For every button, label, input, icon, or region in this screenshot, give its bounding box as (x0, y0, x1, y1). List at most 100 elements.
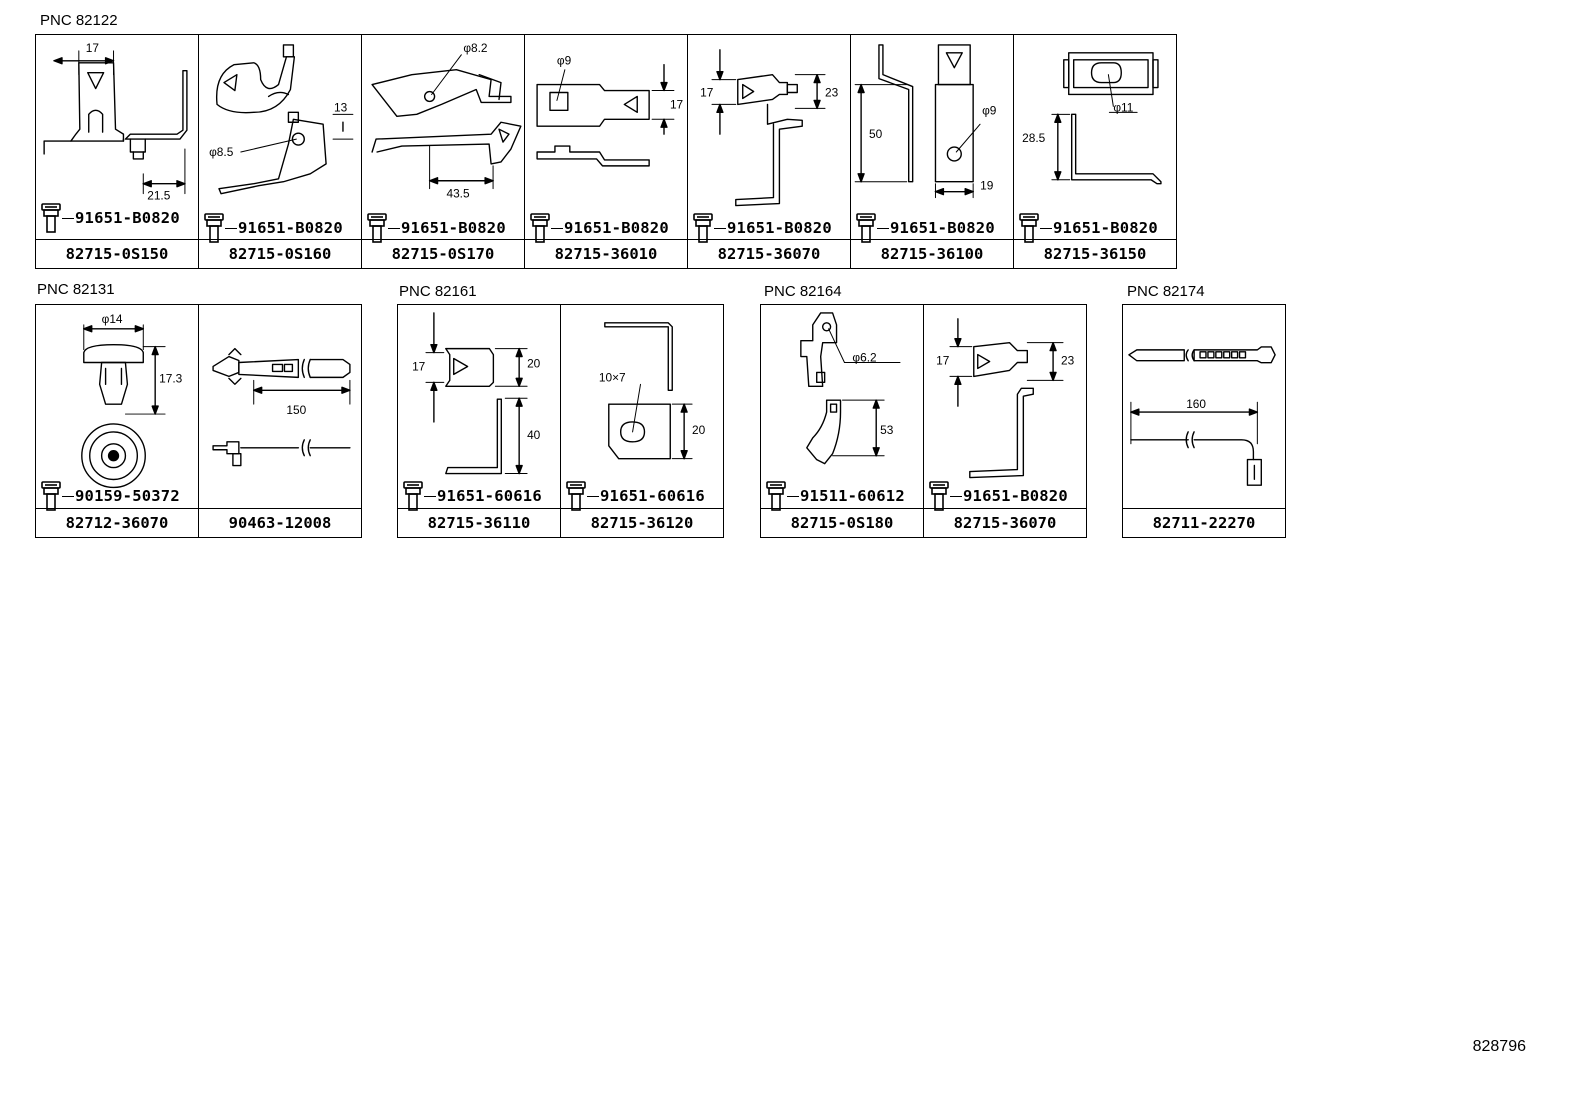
dim-label: 17 (412, 359, 425, 373)
bolt-part-number[interactable]: 91651-B0820 (963, 487, 1068, 505)
dim-label: 17 (936, 353, 949, 367)
bracket-diagram: φ11 28.5 (1022, 52, 1162, 185)
dim-label: 17 (700, 85, 713, 99)
dim-label: 17 (86, 41, 99, 55)
part-cell[interactable]: φ8.2 43.5 91651-B0820 82715-0S170 (361, 35, 524, 268)
parts-group-82122: 17 21.5 91651-B0820 82715-0S150 (35, 34, 1177, 269)
dim-label: 53 (880, 423, 894, 437)
bolt-part-number[interactable]: 91651-B0820 (238, 219, 343, 237)
parts-group-82174: 160 82711-22270 (1122, 304, 1286, 538)
bolt-row: 91651-B0820 (855, 213, 1011, 243)
dim-label: 28.5 (1022, 131, 1046, 145)
dim-label: φ9 (982, 103, 997, 117)
part-cell[interactable]: φ9 50 19 91651-B0820 82715-36100 (850, 35, 1013, 268)
pnc-label: PNC 82131 (37, 281, 115, 298)
part-number[interactable]: 82712-36070 (36, 508, 198, 537)
bracket-diagram: φ8.2 43.5 (371, 41, 522, 201)
bolt-row: 91651-B0820 (928, 481, 1084, 511)
bracket-diagram: φ9 17 (536, 54, 683, 167)
bracket-diagram: φ9 50 19 (854, 44, 997, 199)
part-number[interactable]: 82715-36010 (525, 239, 687, 268)
clip-diagram: φ14 17.3 (81, 312, 183, 489)
part-cell[interactable]: 17 21.5 91651-B0820 82715-0S150 (36, 35, 198, 268)
dim-label: 160 (1186, 397, 1206, 411)
part-cell[interactable]: 17 23 91651-B0820 82715-36070 (687, 35, 850, 268)
bolt-row: 91651-B0820 (203, 213, 359, 243)
dim-label: φ14 (102, 312, 123, 326)
part-cell[interactable]: φ6.2 53 91511-60612 82715-0S180 (761, 305, 923, 537)
part-number[interactable]: 90463-12008 (199, 508, 361, 537)
diagram-reference-number: 828796 (1472, 1038, 1526, 1055)
bolt-icon (765, 481, 787, 511)
dim-label: 50 (869, 127, 883, 141)
dim-label: 20 (692, 423, 706, 437)
bolt-part-number[interactable]: 91651-60616 (437, 487, 542, 505)
bolt-row: 91651-B0820 (40, 203, 196, 233)
part-number[interactable]: 82715-0S160 (199, 239, 361, 268)
part-cell[interactable]: 10×7 20 91651-60616 82715-36120 (560, 305, 723, 537)
part-cell[interactable]: 13 φ8.5 91651-B0820 82715-0S160 (198, 35, 361, 268)
bolt-icon (40, 203, 62, 233)
leader-line (950, 495, 962, 497)
bolt-part-number[interactable]: 90159-50372 (75, 487, 180, 505)
bolt-part-number[interactable]: 91651-B0820 (75, 209, 180, 227)
part-cell[interactable]: 17 20 40 91651-60616 82715-36110 (398, 305, 560, 537)
bracket-diagram: 17 23 (936, 318, 1075, 479)
bolt-row: 90159-50372 (40, 481, 196, 511)
part-number[interactable]: 82715-36110 (398, 508, 560, 537)
parts-group-82164: φ6.2 53 91511-60612 82715-0S180 1 (760, 304, 1087, 538)
dim-label: 13 (334, 100, 348, 114)
dim-label: φ11 (1113, 100, 1133, 114)
bolt-row: 91651-60616 (565, 481, 721, 511)
leader-line (225, 227, 237, 229)
part-cell[interactable]: 160 82711-22270 (1123, 305, 1285, 537)
parts-group-82161: 17 20 40 91651-60616 82715-36110 (397, 304, 724, 538)
part-number[interactable]: 82715-0S150 (36, 239, 198, 268)
part-cell[interactable]: φ14 17.3 90159-50372 82712-36070 (36, 305, 198, 537)
leader-line (1040, 227, 1052, 229)
bolt-row: 91651-B0820 (366, 213, 522, 243)
bolt-row: 91651-B0820 (1018, 213, 1174, 243)
bracket-diagram: 17 21.5 (43, 41, 188, 203)
part-number[interactable]: 82711-22270 (1123, 508, 1285, 537)
part-number[interactable]: 82715-36150 (1014, 239, 1176, 268)
leader-line (877, 227, 889, 229)
pnc-label: PNC 82161 (399, 283, 477, 300)
part-number[interactable]: 82715-36070 (924, 508, 1086, 537)
dim-label: 23 (1061, 353, 1075, 367)
dim-label: 23 (825, 85, 839, 99)
part-cell[interactable]: φ9 17 91651-B0820 82715-36010 (524, 35, 687, 268)
part-number[interactable]: 82715-36070 (688, 239, 850, 268)
dim-label: 17 (670, 97, 683, 111)
leader-line (787, 495, 799, 497)
bolt-row: 91511-60612 (765, 481, 921, 511)
bracket-diagram: 17 23 (700, 49, 839, 207)
bolt-part-number[interactable]: 91651-B0820 (564, 219, 669, 237)
part-number[interactable]: 82715-36100 (851, 239, 1013, 268)
leader-line (587, 495, 599, 497)
bolt-part-number[interactable]: 91651-B0820 (727, 219, 832, 237)
pnc-label: PNC 82174 (1127, 283, 1205, 300)
part-number[interactable]: 82715-0S170 (362, 239, 524, 268)
part-number[interactable]: 82715-36120 (561, 508, 723, 537)
part-cell[interactable]: 150 90463-12008 (198, 305, 361, 537)
bolt-part-number[interactable]: 91651-B0820 (890, 219, 995, 237)
dim-label: φ9 (557, 54, 572, 68)
dim-label: φ6.2 (852, 351, 876, 365)
dim-label: 43.5 (446, 187, 470, 201)
bolt-icon (928, 481, 950, 511)
bolt-part-number[interactable]: 91511-60612 (800, 487, 905, 505)
bolt-part-number[interactable]: 91651-B0820 (1053, 219, 1158, 237)
dim-label: φ8.2 (463, 41, 487, 55)
parts-group-82131: φ14 17.3 90159-50372 82712-36070 (35, 304, 362, 538)
bolt-row: 91651-B0820 (692, 213, 848, 243)
dim-label: 40 (527, 428, 541, 442)
part-cell[interactable]: 17 23 91651-B0820 82715-36070 (923, 305, 1086, 537)
dim-label: 17.3 (159, 371, 183, 385)
part-cell[interactable]: φ11 28.5 91651-B0820 82715-36150 (1013, 35, 1176, 268)
tie-diagram: 150 (212, 347, 351, 467)
bolt-icon (565, 481, 587, 511)
part-number[interactable]: 82715-0S180 (761, 508, 923, 537)
bolt-part-number[interactable]: 91651-60616 (600, 487, 705, 505)
bolt-part-number[interactable]: 91651-B0820 (401, 219, 506, 237)
